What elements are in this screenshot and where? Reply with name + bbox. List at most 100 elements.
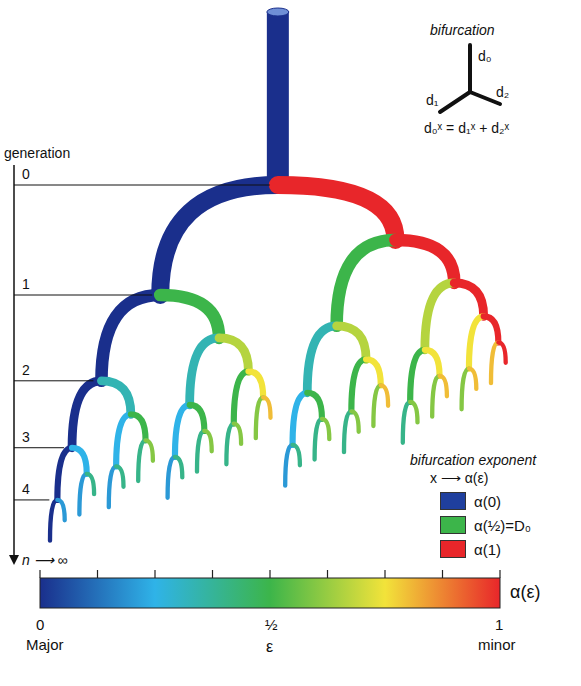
branch bbox=[403, 402, 410, 443]
generation-number: 3 bbox=[22, 429, 30, 445]
branch bbox=[344, 411, 351, 452]
generation-number: 0 bbox=[22, 166, 30, 182]
branch bbox=[248, 371, 263, 397]
diameter-label: d₂ bbox=[496, 84, 509, 100]
generation-line bbox=[14, 295, 152, 296]
axis-title: generation bbox=[4, 145, 70, 161]
branch bbox=[72, 448, 87, 474]
bar-end-label: minor bbox=[478, 636, 516, 653]
branch bbox=[381, 385, 388, 405]
branch bbox=[351, 411, 358, 431]
branch bbox=[373, 385, 380, 426]
branch bbox=[50, 500, 57, 541]
legend-swatch bbox=[440, 540, 466, 558]
legend-text: α(0) bbox=[474, 493, 501, 510]
branch bbox=[226, 424, 233, 465]
generation-number: 1 bbox=[22, 276, 30, 292]
branch bbox=[454, 283, 483, 316]
branch bbox=[101, 295, 160, 381]
generation-line bbox=[14, 499, 49, 500]
branch bbox=[351, 359, 366, 411]
branch bbox=[432, 376, 439, 417]
bifurcation-symbol bbox=[440, 45, 500, 112]
symbol-title: bifurcation bbox=[430, 22, 495, 38]
bar-end-label: Major bbox=[26, 636, 64, 653]
legend-row: α(½)=D₀ bbox=[440, 516, 531, 534]
branch bbox=[410, 350, 425, 402]
bar-axis-label: ε bbox=[266, 638, 273, 656]
branch bbox=[109, 466, 116, 507]
branch bbox=[315, 419, 322, 460]
generation-line bbox=[14, 185, 270, 186]
branch bbox=[293, 393, 308, 445]
branch bbox=[234, 424, 241, 444]
branch bbox=[484, 316, 499, 342]
tick bbox=[327, 570, 328, 578]
generation-line bbox=[14, 380, 93, 381]
branch bbox=[87, 474, 94, 494]
murray-formula: d₀ˣ = d₁ˣ + d₂ˣ bbox=[424, 120, 509, 136]
branch bbox=[469, 369, 476, 389]
branch bbox=[307, 326, 336, 393]
bar-tick-label: ½ bbox=[265, 616, 278, 633]
generation-number: 2 bbox=[22, 362, 30, 378]
branch bbox=[337, 240, 396, 326]
branch bbox=[168, 457, 175, 498]
tick bbox=[442, 570, 443, 578]
branch bbox=[72, 381, 101, 448]
branch bbox=[337, 326, 366, 359]
branch bbox=[395, 240, 454, 283]
bar-tick-label: 0 bbox=[36, 616, 44, 633]
branch bbox=[366, 359, 381, 385]
branch bbox=[160, 295, 219, 338]
tick bbox=[269, 570, 270, 578]
branch bbox=[256, 397, 263, 438]
branch bbox=[57, 448, 72, 500]
branch bbox=[234, 371, 249, 423]
diameter-label: d₀ bbox=[478, 48, 492, 64]
branch bbox=[440, 376, 447, 396]
branch bbox=[307, 393, 322, 419]
branch bbox=[190, 405, 205, 431]
branch bbox=[116, 466, 123, 486]
branch bbox=[146, 440, 153, 460]
branch bbox=[498, 342, 505, 362]
branch bbox=[410, 402, 417, 422]
branch bbox=[425, 350, 440, 376]
branch bbox=[204, 431, 211, 451]
branch bbox=[197, 431, 204, 472]
branch bbox=[175, 457, 182, 477]
diameter-label: d₁ bbox=[426, 92, 439, 108]
branch bbox=[278, 185, 396, 240]
tick bbox=[39, 570, 40, 578]
branch bbox=[190, 338, 219, 405]
branch bbox=[322, 419, 329, 439]
branch bbox=[425, 283, 454, 350]
bar-title: α(ε) bbox=[510, 582, 540, 603]
legend-row: α(0) bbox=[440, 492, 501, 510]
branch bbox=[116, 414, 131, 466]
tick bbox=[212, 570, 213, 578]
limit-label: n ⟶ ∞ bbox=[22, 552, 68, 568]
branch bbox=[469, 316, 484, 368]
legend-text: α(½)=D₀ bbox=[474, 517, 531, 534]
generation-axis bbox=[13, 165, 15, 560]
branch bbox=[462, 369, 469, 410]
branch bbox=[138, 440, 145, 481]
trunk-top bbox=[267, 8, 289, 16]
branch bbox=[57, 500, 64, 520]
branch bbox=[175, 405, 190, 457]
tick bbox=[154, 570, 155, 578]
bar-tick-label: 1 bbox=[495, 616, 503, 633]
generation-line bbox=[14, 447, 64, 448]
branch bbox=[285, 445, 292, 486]
trunk bbox=[267, 12, 289, 187]
branch bbox=[160, 185, 278, 295]
branch bbox=[491, 342, 498, 383]
branch bbox=[263, 397, 270, 417]
branch bbox=[219, 338, 248, 371]
tick bbox=[97, 570, 98, 578]
legend-text: α(1) bbox=[474, 541, 501, 558]
generation-number: 4 bbox=[22, 481, 30, 497]
